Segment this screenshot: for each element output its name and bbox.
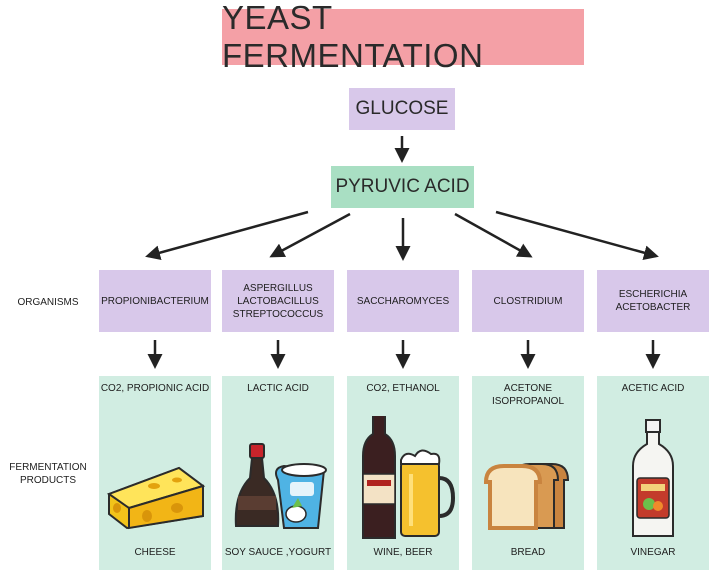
organism-label: PROPIONIBACTERIUM — [101, 295, 209, 307]
arrow-to-organism-2 — [269, 212, 351, 258]
food-label: CHEESE — [134, 547, 176, 558]
organism-box-4: CLOSTRIDIUM — [472, 270, 584, 332]
organism-label: ASPERGILLUS LACTOBACILLUS STREPTOCOCCUS — [232, 282, 324, 320]
organism-label: CLOSTRIDIUM — [493, 295, 563, 307]
pyruvic-acid-node: PYRUVIC ACID — [331, 166, 474, 208]
product-box-1: CO2, PROPIONIC ACID CHEESE — [99, 376, 211, 570]
soy-sauce-yogurt-icon — [234, 443, 327, 529]
organism-box-5: ESCHERICHIA ACETOBACTER — [597, 270, 709, 332]
wine-beer-icon — [362, 416, 456, 539]
arrow-to-organism-5 — [495, 210, 659, 261]
product-label: ACETONE ISOPROPANOL — [491, 383, 565, 407]
glucose-node: GLUCOSE — [349, 88, 455, 130]
arrow-to-organism-4 — [454, 212, 533, 258]
product-box-3: CO2, ETHANOL WINE, BEER — [347, 376, 459, 570]
food-label: VINEGAR — [630, 547, 676, 558]
organism-box-1: PROPIONIBACTERIUM — [99, 270, 211, 332]
bread-icon — [483, 463, 570, 530]
cheese-icon — [106, 466, 206, 530]
product-box-2: LACTIC ACID SOY SAUCE ,YOGURT — [222, 376, 334, 570]
food-label: SOY SAUCE ,YOGURT — [224, 547, 332, 558]
vinegar-icon — [632, 419, 674, 537]
product-box-4: ACETONE ISOPROPANOL BREAD — [472, 376, 584, 570]
product-label: CO2, PROPIONIC ACID — [100, 383, 210, 394]
organism-box-2: ASPERGILLUS LACTOBACILLUS STREPTOCOCCUS — [222, 270, 334, 332]
product-label: LACTIC ACID — [247, 383, 309, 394]
organism-label: SACCHAROMYCES — [356, 295, 450, 307]
product-label: ACETIC ACID — [621, 383, 685, 394]
diagram-title: YEAST FERMENTATION — [222, 0, 584, 74]
organism-box-3: SACCHAROMYCES — [347, 270, 459, 332]
product-label: CO2, ETHANOL — [366, 383, 440, 394]
row-label-organisms: ORGANISMS — [17, 297, 79, 308]
organism-label: ESCHERICHIA ACETOBACTER — [615, 289, 691, 313]
row-label-fermentation-products: FERMENTATION PRODUCTS — [9, 462, 87, 486]
food-label: WINE, BEER — [373, 547, 433, 558]
food-label: BREAD — [510, 547, 546, 558]
arrow-to-organism-1 — [145, 210, 309, 261]
product-box-5: ACETIC ACID VINEGAR — [597, 376, 709, 570]
